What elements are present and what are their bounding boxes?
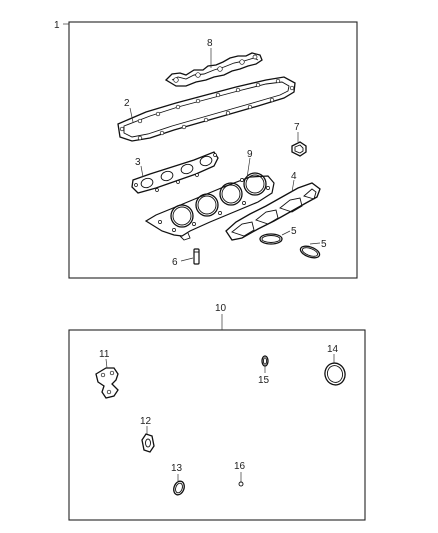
kit-10-callout: 10 xyxy=(215,303,227,314)
part-5a-callout: 5 xyxy=(291,226,297,237)
part-2-callout: 2 xyxy=(124,98,130,109)
part-13-callout: 13 xyxy=(171,463,183,474)
kit-1-frame xyxy=(68,21,358,279)
part-5b-callout: 5 xyxy=(321,239,327,250)
part-2-bolt-holes xyxy=(119,78,295,141)
part-12-callout: 12 xyxy=(140,416,152,427)
part-5a-o-ring: 5 xyxy=(259,226,297,245)
part-12-flange-gasket: 12 xyxy=(140,416,155,453)
part-3-exhaust-manifold-gasket: 3 xyxy=(131,151,219,194)
part-6-callout: 6 xyxy=(172,257,178,268)
part-13-o-ring: 13 xyxy=(171,463,185,496)
part-4-intake-manifold-gasket: 4 xyxy=(225,171,321,241)
kit-10-frame xyxy=(68,329,366,521)
part-14-callout: 14 xyxy=(327,344,339,355)
part-8-seal-strip: 8 xyxy=(164,38,263,87)
part-7-callout: 7 xyxy=(294,122,300,133)
part-11-bracket-gasket: 11 xyxy=(95,349,119,399)
part-2-valve-cover-gasket: 2 xyxy=(117,76,296,142)
kit-10-group: 10 xyxy=(68,303,366,521)
part-16-tiny-seal: 16 xyxy=(234,461,246,487)
part-8-callout: 8 xyxy=(207,38,213,49)
part-3-callout: 3 xyxy=(135,157,141,168)
part-14-large-o-ring: 14 xyxy=(324,344,346,386)
part-16-callout: 16 xyxy=(234,461,246,472)
part-9-head-gasket: 9 xyxy=(144,149,275,241)
part-9-callout: 9 xyxy=(247,149,253,160)
part-15-small-o-ring: 15 xyxy=(258,355,270,386)
part-15-callout: 15 xyxy=(258,375,270,386)
kit-1-callout: 1 xyxy=(54,20,60,31)
part-11-callout: 11 xyxy=(99,349,110,360)
kit-1-group: 1 xyxy=(54,20,358,279)
part-4-callout: 4 xyxy=(291,171,297,182)
part-7-oval-seal: 7 xyxy=(291,122,307,157)
part-5b-o-ring: 5 xyxy=(299,239,327,259)
part-6-dowel-pin: 6 xyxy=(172,248,200,268)
